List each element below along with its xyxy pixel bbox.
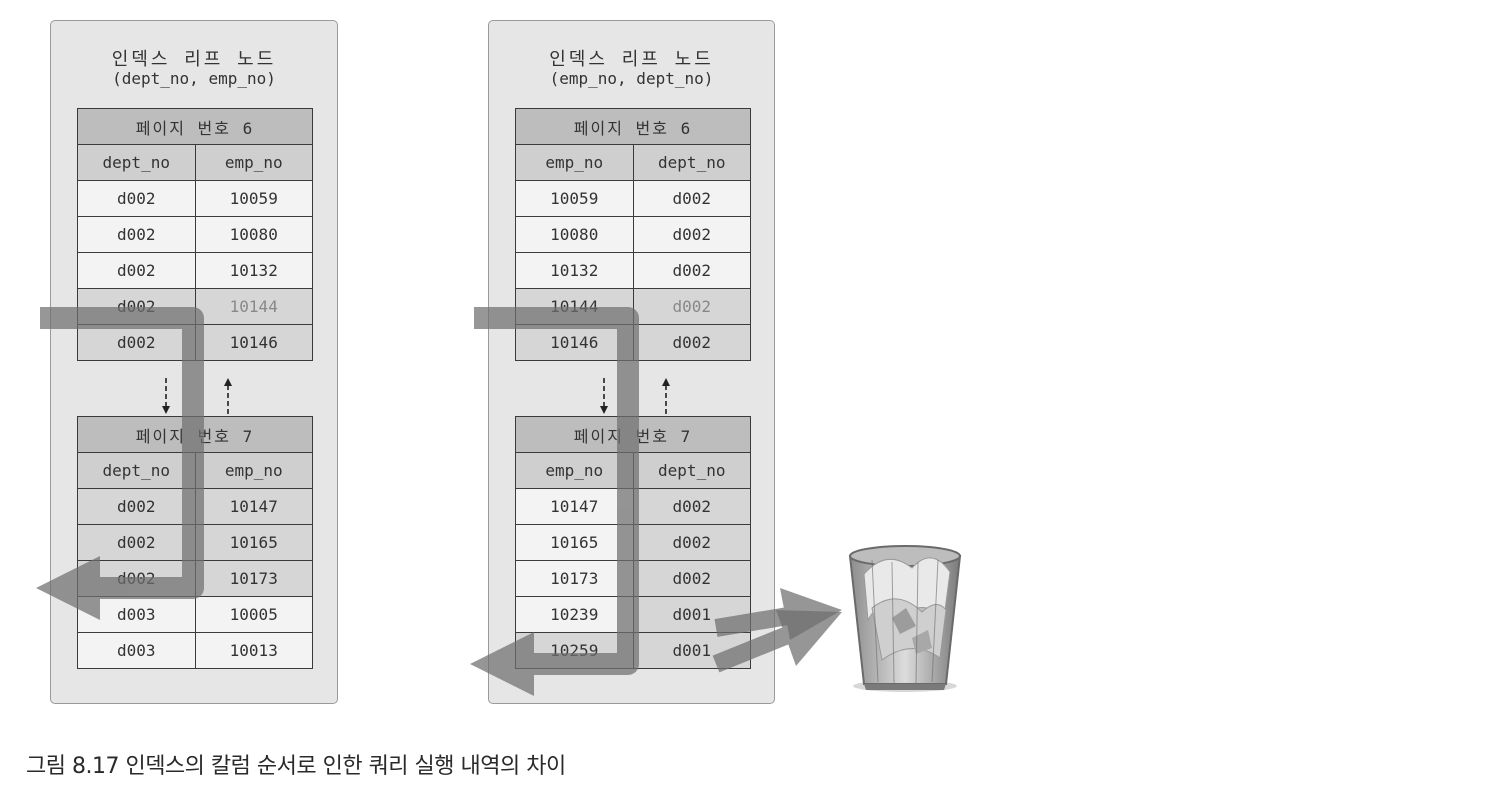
page-label: 페이지 번호 6 <box>77 108 313 145</box>
table-cell: d002 <box>632 288 751 325</box>
table-cell: d002 <box>77 488 196 525</box>
table-cell: d002 <box>77 324 196 361</box>
trash-bin-icon <box>848 545 962 692</box>
panel-subtitle: (dept_no, emp_no) <box>112 69 276 88</box>
table-cell: 10165 <box>515 524 634 561</box>
table-cell: d002 <box>77 524 196 561</box>
table-cell: 10146 <box>515 324 634 361</box>
table-cell: 10144 <box>515 288 634 325</box>
page-label: 페이지 번호 7 <box>77 416 313 453</box>
table-cell: 10144 <box>194 288 313 325</box>
column-header: emp_no <box>194 144 313 181</box>
table-cell: 10165 <box>194 524 313 561</box>
panel-subtitle: (emp_no, dept_no) <box>549 69 714 88</box>
table-cell: d002 <box>632 524 751 561</box>
table-cell: d002 <box>632 324 751 361</box>
table-cell: 10080 <box>515 216 634 253</box>
table-cell: 10173 <box>515 560 634 597</box>
column-header: emp_no <box>515 452 634 489</box>
table-cell: d002 <box>77 560 196 597</box>
table-cell: d003 <box>77 632 196 669</box>
table-cell: 10059 <box>194 180 313 217</box>
column-header: emp_no <box>194 452 313 489</box>
table-cell: 10132 <box>515 252 634 289</box>
table-cell: 10173 <box>194 560 313 597</box>
column-header: dept_no <box>77 452 196 489</box>
page-label: 페이지 번호 6 <box>515 108 751 145</box>
table-cell: 10013 <box>194 632 313 669</box>
index-leaf-node-panel-right: 인덱스 리프 노드 (emp_no, dept_no) 페이지 번호 6 emp… <box>488 20 775 704</box>
table-cell: d002 <box>632 252 751 289</box>
table-cell: d003 <box>77 596 196 633</box>
column-header: dept_no <box>632 452 751 489</box>
table-cell: d002 <box>632 488 751 525</box>
table-cell: d001 <box>632 632 751 669</box>
page-label: 페이지 번호 7 <box>515 416 751 453</box>
panel-title: 인덱스 리프 노드 <box>549 49 714 70</box>
index-leaf-node-panel-left: 인덱스 리프 노드 (dept_no, emp_no) 페이지 번호 6 dep… <box>50 20 338 704</box>
table-cell: 10132 <box>194 252 313 289</box>
table-cell: 10146 <box>194 324 313 361</box>
figure-caption: 그림 8.17 인덱스의 칼럼 순서로 인한 쿼리 실행 내역의 차이 <box>26 754 566 779</box>
table-cell: 10147 <box>515 488 634 525</box>
column-header: dept_no <box>77 144 196 181</box>
table-cell: d002 <box>632 216 751 253</box>
table-cell: d001 <box>632 596 751 633</box>
table-cell: d002 <box>77 180 196 217</box>
table-cell: 10080 <box>194 216 313 253</box>
table-cell: 10059 <box>515 180 634 217</box>
table-cell: d002 <box>632 560 751 597</box>
table-cell: 10147 <box>194 488 313 525</box>
column-header: emp_no <box>515 144 634 181</box>
column-header: dept_no <box>632 144 751 181</box>
table-cell: d002 <box>77 216 196 253</box>
table-cell: 10005 <box>194 596 313 633</box>
table-cell: d002 <box>77 288 196 325</box>
table-cell: 10259 <box>515 632 634 669</box>
table-cell: d002 <box>77 252 196 289</box>
panel-title: 인덱스 리프 노드 <box>111 49 277 70</box>
table-cell: d002 <box>632 180 751 217</box>
table-cell: 10239 <box>515 596 634 633</box>
